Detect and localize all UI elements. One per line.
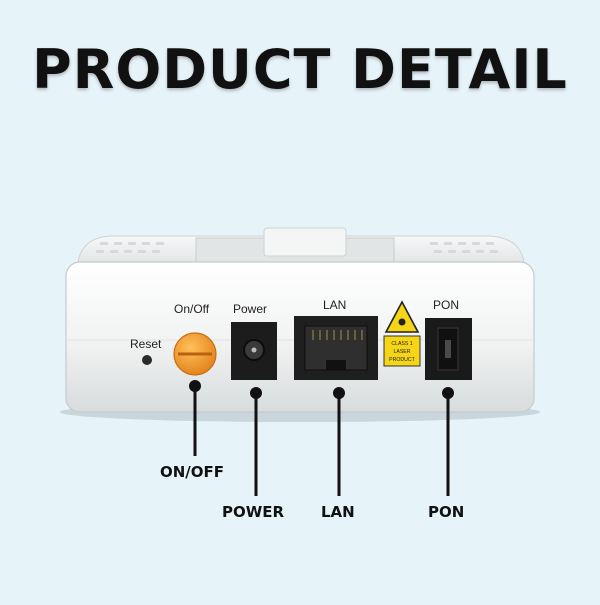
reset-label: Reset <box>130 337 162 351</box>
laser-class-line-3: PRODUCT <box>389 357 415 363</box>
lan-port-pins <box>312 330 363 340</box>
page-title: PRODUCT DETAIL <box>32 38 568 101</box>
lan-port-label: LAN <box>323 298 347 312</box>
pon-port-label: PON <box>433 298 460 312</box>
onoff-port-label: On/Off <box>174 302 210 316</box>
laser-class-line-1: CLASS 1 <box>391 341 412 347</box>
top-clip <box>263 227 347 257</box>
laser-class-sticker <box>383 335 421 367</box>
callout-pon: PON <box>428 503 465 521</box>
lan-port-clip <box>326 360 346 370</box>
callout-lan: LAN <box>321 503 355 521</box>
callout-lines <box>193 388 450 496</box>
power-port-label: Power <box>233 302 268 316</box>
power-jack-pin <box>251 347 257 353</box>
pon-port-ferrule <box>445 340 451 358</box>
vent-holes <box>96 242 498 253</box>
reset-hole <box>142 355 152 365</box>
callout-dots <box>189 380 454 399</box>
laser-warning-symbol <box>398 318 406 326</box>
laser-warning-icon <box>384 300 420 333</box>
laser-class-line-2: LASER <box>393 349 410 355</box>
callout-onoff: ON/OFF <box>160 463 225 481</box>
callout-power: POWER <box>222 503 285 521</box>
